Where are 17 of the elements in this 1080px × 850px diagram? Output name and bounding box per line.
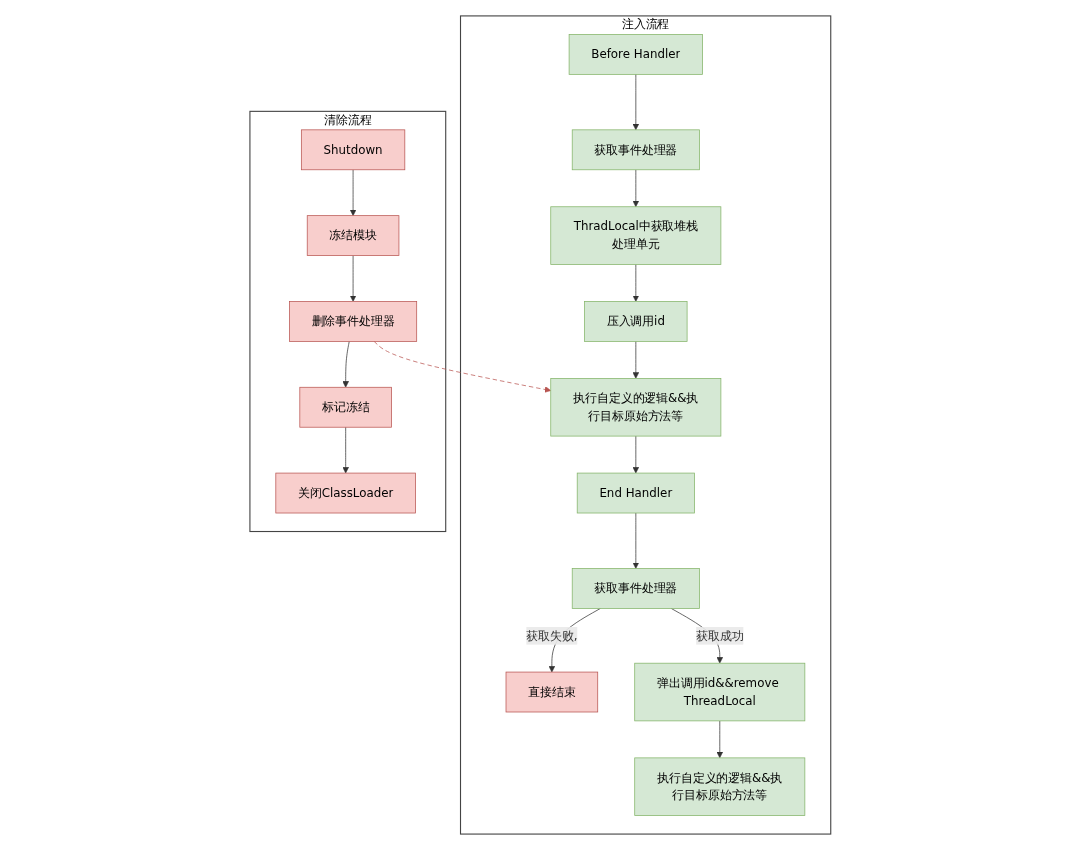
node-box: Before Handler [568, 34, 703, 75]
node-box: 执行自定义的逻辑&&执行目标原始方法等 [550, 378, 721, 437]
node-box: 直接结束 [505, 671, 598, 713]
node-box: 冻结模块 [306, 215, 399, 256]
edge-label: 获取成功 [695, 628, 744, 643]
node-box: 获取事件处理器 [571, 129, 700, 171]
node-box: Shutdown [300, 129, 405, 171]
node-box: 获取事件处理器 [571, 568, 700, 609]
node-box: End Handler [576, 472, 695, 514]
edge-label: 获取失败, [525, 628, 578, 643]
node-box: ThradLocal中获取堆栈处理单元 [550, 206, 721, 265]
node-box: 执行自定义的逻辑&&执行目标原始方法等 [634, 757, 805, 816]
node-box: 关闭ClassLoader [275, 472, 416, 514]
node-box: 标记冻结 [299, 386, 392, 428]
node-box: 删除事件处理器 [288, 301, 417, 342]
node-box: 弹出调用id&&remove ThreadLocal [634, 662, 805, 722]
node-box: 压入调用id [583, 301, 688, 342]
